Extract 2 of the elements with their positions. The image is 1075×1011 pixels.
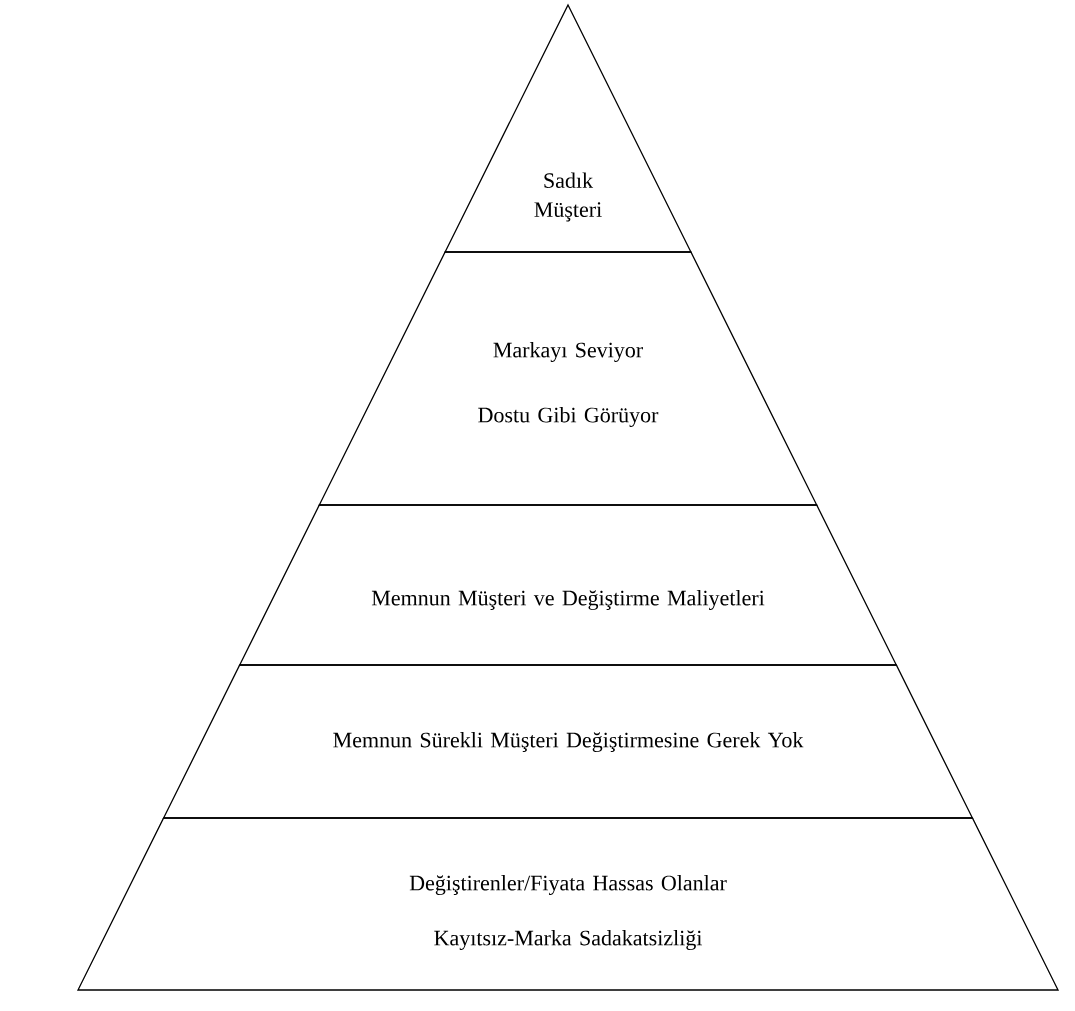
pyramid-tier: Markayı Seviyor Dostu Gibi Görüyor: [318, 251, 818, 506]
pyramid-tier: Memnun Sürekli Müşteri Değiştirmesine Gerek Yok: [162, 664, 974, 819]
